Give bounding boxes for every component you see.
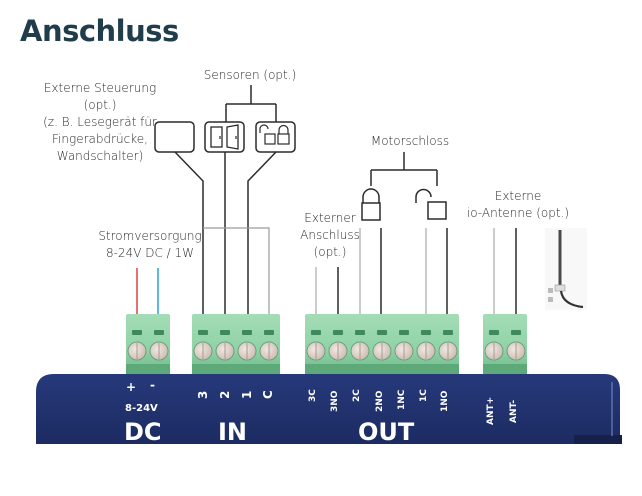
label-line: (z. B. Lesegerät für [43, 115, 157, 129]
label-line: Externe [494, 189, 542, 203]
terminal-slot [333, 330, 343, 335]
terminal-block-ant [483, 314, 527, 374]
label-line: (opt.) [313, 245, 347, 259]
label-line: io-Antenne (opt.) [466, 206, 570, 220]
in-group-label: IN [218, 418, 248, 446]
out-terminal-3no-label: 3NO [330, 390, 340, 412]
terminal-slot [443, 330, 453, 335]
lock-closed-icon [361, 188, 381, 221]
in-terminal-2-label: 2 [218, 390, 232, 399]
label-line: Wandschalter) [56, 149, 144, 163]
terminal-slot [311, 330, 321, 335]
sensoren-bracket [225, 85, 277, 122]
label-sensoren: Sensoren (opt.) [203, 68, 297, 82]
terminal-slot [399, 330, 409, 335]
terminal-slot [377, 330, 387, 335]
ant-wires [493, 228, 517, 318]
device-body [36, 374, 620, 444]
page-title: Anschluss [20, 14, 179, 48]
dc-group-label: DC [124, 418, 162, 446]
in-wires [174, 151, 277, 318]
label-stromversorgung: Stromversorgung 8-24V DC / 1W [75, 228, 225, 262]
out-terminal-2no-label: 2NO [375, 390, 385, 412]
ant-plus-label: ANT+ [486, 396, 496, 425]
terminal-block-out [305, 314, 459, 374]
label-externe-antenne: Externe io-Antenne (opt.) [455, 188, 581, 222]
out-terminal-3c-label: 3C [308, 389, 318, 402]
external-control-box [154, 121, 195, 153]
terminal-block-dc [126, 314, 170, 374]
dc-minus-label: - [150, 378, 155, 392]
dc-voltage-label: 8-24V [125, 403, 158, 414]
out-terminal-2c-label: 2C [352, 389, 362, 402]
out-group-label: OUT [358, 418, 415, 446]
terminal-slot [355, 330, 365, 335]
label-externe-steuerung: Externe Steuerung (opt.) (z. B. Lesegerä… [20, 80, 180, 165]
out-terminal-1nc-label: 1NC [397, 389, 407, 410]
terminal-slot [132, 330, 142, 335]
out-terminal-1c-label: 1C [419, 389, 429, 402]
lock-sensor-icon [255, 121, 296, 153]
door-sensor-icon [204, 121, 245, 153]
out-wires [315, 228, 448, 318]
terminal-slot [511, 330, 521, 335]
label-externer-anschluss: Externer Anschluss (opt.) [290, 210, 370, 261]
label-line: Externe Steuerung [43, 81, 157, 95]
dc-plus-label: + [126, 380, 137, 394]
ant-minus-label: ANT- [509, 399, 519, 423]
terminal-slot [198, 330, 208, 335]
label-line: Anschluss [300, 228, 360, 242]
out-terminal-1no-label: 1NO [440, 390, 450, 412]
label-line: 8-24V DC / 1W [105, 246, 195, 260]
label-line: Fingerabdrücke, [52, 132, 148, 146]
in-terminal-1-label: 1 [240, 390, 254, 399]
lock-open-icon [415, 188, 447, 220]
terminal-slot [489, 330, 499, 335]
motorschloss-bracket [370, 152, 438, 186]
antenna-icon [545, 228, 587, 310]
label-motorschloss: Motorschloss [370, 134, 450, 148]
in-terminal-3-label: 3 [196, 390, 210, 399]
terminal-slot [154, 330, 164, 335]
terminal-slot [220, 330, 230, 335]
label-line: Stromversorgung [98, 229, 202, 243]
terminal-block-in [192, 314, 280, 374]
terminal-slot [264, 330, 274, 335]
terminal-slot [242, 330, 252, 335]
terminal-slot [421, 330, 431, 335]
label-line: Externer [304, 211, 356, 225]
in-terminal-c-label: C [261, 390, 275, 399]
label-line: (opt.) [83, 98, 117, 112]
